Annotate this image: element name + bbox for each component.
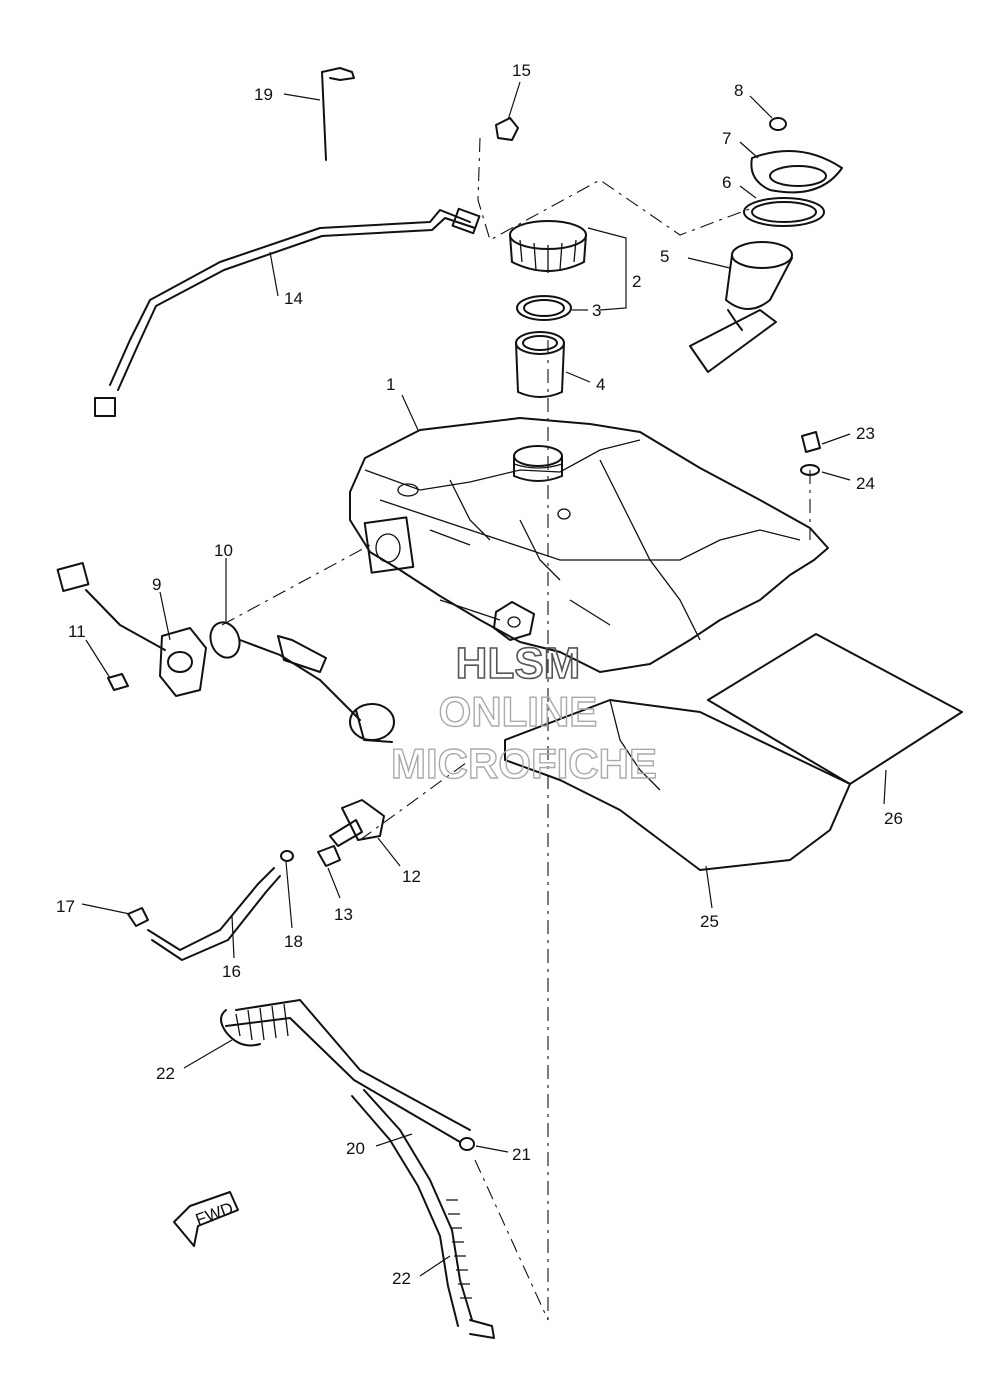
callout-22b: 22 [392,1269,411,1288]
watermark-line3: MICROFICHE [391,740,657,787]
callout-18: 18 [284,932,303,951]
leader-lines [81,81,887,1277]
callout-16: 16 [222,962,241,981]
part-25-protector [504,699,851,871]
callout-3: 3 [592,301,601,320]
callout-1: 1 [386,375,395,394]
parts-12-13-fuel-cock [280,799,385,867]
callout-10: 10 [214,541,233,560]
ref-line-top [477,137,761,241]
callout-21: 21 [512,1145,531,1164]
callout-4: 4 [596,375,605,394]
watermark-line2: ONLINE [439,688,598,735]
callout-12: 12 [402,867,421,886]
callout-26: 26 [884,809,903,828]
callout-22a: 22 [156,1064,175,1083]
watermark-line1: HLSM [456,639,581,688]
part-6-gasket [743,197,825,227]
callout-9: 9 [152,575,161,594]
callout-15: 15 [512,61,531,80]
parts-20-22-breather-hoses [220,999,495,1339]
ref-line-sender [221,544,371,626]
callout-7: 7 [722,129,731,148]
callout-11: 11 [68,622,86,641]
callout-8: 8 [734,81,743,100]
callout-17: 17 [56,897,75,916]
watermark: HLSM ONLINE MICROFICHE [390,638,657,788]
callout-23: 23 [856,424,875,443]
callout-13: 13 [334,905,353,924]
part-14-lead [94,207,481,417]
callout-labels: 1 2 3 4 5 6 7 8 9 10 11 12 13 14 15 16 1… [56,61,903,1288]
callout-2: 2 [632,272,641,291]
ref-line-cock [359,759,471,841]
part-4-filler-neck [515,331,565,398]
callout-14: 14 [284,289,303,308]
parts-9-11-fuel-sender [56,562,395,743]
parts-16-17-fuel-hose [127,867,281,961]
parts-5-8-fuel-pump [689,117,843,373]
callout-6: 6 [722,173,731,192]
fwd-arrow: FWD [173,1191,239,1247]
callout-24: 24 [856,474,875,493]
part-8-nut [769,117,787,131]
part-2-fuel-cap [509,220,587,273]
part-26-sheet [707,633,963,785]
callout-5: 5 [660,247,669,266]
part-15-clamp [495,117,519,141]
parts-23-24-bolt-washer [800,431,821,476]
reference-lines [221,137,811,1321]
callout-20: 20 [346,1139,365,1158]
part-5-pump [731,241,793,269]
callout-19: 19 [254,85,273,104]
callout-25: 25 [700,912,719,931]
part-1-fuel-tank [349,417,829,673]
ref-line-hose [474,1159,549,1321]
part-7-plate [750,149,843,194]
part-3-gasket [516,295,572,321]
part-19-cable-tie [321,67,355,161]
